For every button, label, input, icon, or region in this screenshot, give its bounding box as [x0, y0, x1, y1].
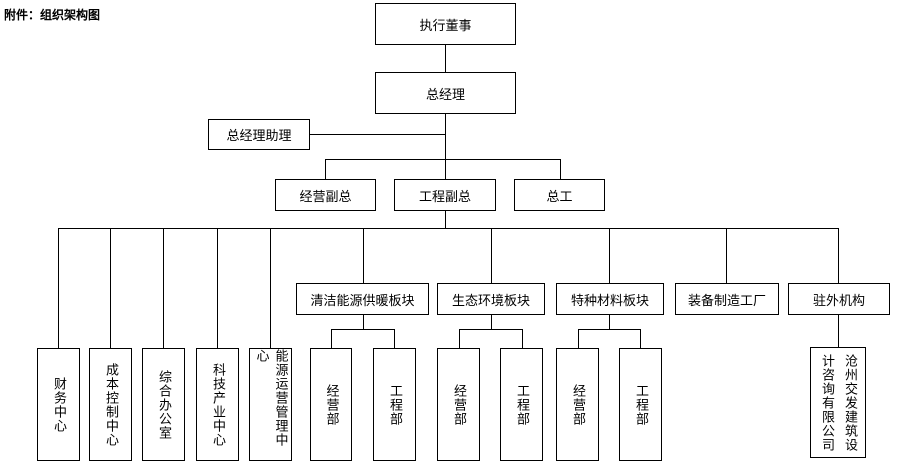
chief-engineer-label: 总工 — [546, 189, 573, 205]
special-materials-node: 特种材料板块 — [556, 283, 664, 315]
ecology-engineering-node: 工程部 — [500, 348, 543, 461]
materials-engineering-node: 工程部 — [619, 348, 662, 461]
gm-label: 总经理 — [425, 87, 465, 103]
vp-engineering-label: 工程副总 — [418, 189, 471, 205]
connector — [363, 315, 364, 329]
connector — [838, 228, 839, 285]
cost-control-label: 成本控制中心 — [103, 362, 118, 447]
clean-energy-node: 清洁能源供暖板块 — [296, 283, 429, 315]
connector — [110, 228, 111, 348]
connector — [578, 329, 579, 348]
clean-energy-label: 清洁能源供暖板块 — [310, 293, 415, 309]
board-node: 执行董事 — [375, 3, 516, 45]
connector — [58, 228, 59, 348]
connector — [163, 228, 164, 348]
materials-engineering-label: 工程部 — [633, 383, 648, 426]
ecology-business-label: 经营部 — [451, 383, 466, 426]
cangzhou-company-label-1: 沧州交发建筑设 — [842, 353, 857, 452]
ecology-label: 生态环境板块 — [451, 293, 530, 309]
finance-node: 财务中心 — [37, 348, 80, 461]
vp-business-label: 经营副总 — [299, 189, 352, 205]
connector — [445, 45, 446, 72]
cangzhou-company-node: 沧州交发建筑设 计咨询有限公司 — [810, 347, 866, 458]
connector — [270, 228, 271, 348]
chief-engineer-node: 总工 — [514, 179, 605, 211]
connector — [560, 159, 561, 179]
equipment-factory-node: 装备制造工厂 — [675, 283, 779, 315]
materials-business-node: 经营部 — [556, 348, 599, 461]
cost-control-node: 成本控制中心 — [89, 348, 132, 461]
vp-engineering-node: 工程副总 — [394, 179, 496, 211]
connector — [394, 329, 395, 348]
tech-industry-node: 科技产业中心 — [196, 348, 239, 461]
connector — [445, 211, 446, 229]
connector — [217, 228, 218, 348]
clean-energy-business-label: 经营部 — [323, 383, 339, 426]
connector — [491, 228, 492, 283]
connector — [459, 329, 460, 348]
connector — [331, 329, 332, 348]
connector — [459, 329, 523, 330]
energy-ops-label: 能源运营管理中心 — [253, 349, 288, 447]
gm-assistant-label: 总经理助理 — [226, 129, 292, 144]
tech-industry-label: 科技产业中心 — [210, 362, 225, 447]
connector — [331, 329, 395, 330]
cangzhou-company-label-2: 计咨询有限公司 — [819, 353, 834, 452]
connector — [363, 228, 364, 283]
clean-energy-business-node: 经营部 — [310, 348, 352, 461]
ecology-engineering-label: 工程部 — [514, 383, 529, 426]
connector — [578, 329, 641, 330]
connector — [325, 159, 326, 179]
connector — [491, 315, 492, 329]
clean-energy-engineering-label: 工程部 — [387, 383, 402, 426]
energy-ops-node: 能源运营管理中心 — [249, 348, 292, 461]
special-materials-label: 特种材料板块 — [570, 293, 649, 309]
general-office-label: 综合办公室 — [156, 369, 171, 440]
ecology-business-node: 经营部 — [437, 348, 480, 461]
connector — [640, 329, 641, 348]
ecology-node: 生态环境板块 — [437, 283, 545, 315]
connector — [522, 329, 523, 348]
vp-business-node: 经营副总 — [275, 179, 376, 211]
general-office-node: 综合办公室 — [142, 348, 185, 461]
connector — [609, 315, 610, 329]
connector — [726, 228, 727, 283]
connector — [609, 228, 610, 283]
finance-label: 财务中心 — [51, 376, 66, 433]
gm-node: 总经理 — [375, 72, 516, 114]
connector — [325, 159, 560, 160]
connector — [838, 315, 839, 347]
connector — [310, 134, 445, 135]
external-label: 驻外机构 — [812, 293, 865, 309]
materials-business-label: 经营部 — [570, 383, 585, 426]
caption: 附件：组织架构图 — [4, 8, 101, 22]
gm-assistant-node: 总经理助理 — [208, 119, 310, 150]
connector — [445, 114, 446, 159]
external-node: 驻外机构 — [788, 283, 890, 315]
connector — [445, 159, 446, 179]
board-label: 执行董事 — [419, 18, 472, 34]
equipment-factory-label: 装备制造工厂 — [687, 293, 766, 309]
connector — [58, 228, 838, 229]
clean-energy-engineering-node: 工程部 — [373, 348, 416, 461]
